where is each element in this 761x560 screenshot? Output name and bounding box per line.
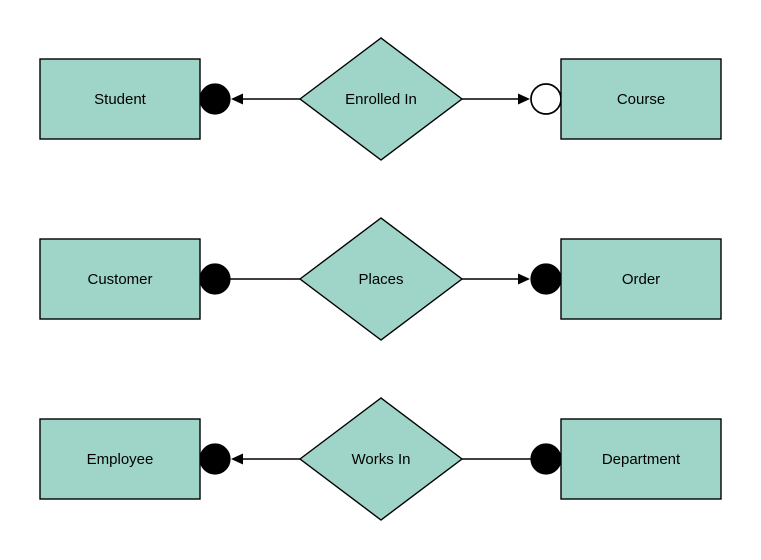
entity-box-customer [39, 238, 201, 320]
arrowhead-right-icon [518, 93, 530, 105]
connector-dot-filled-icon [199, 83, 231, 115]
entity-label-department: Department [602, 451, 681, 468]
entity-box-order [560, 238, 722, 320]
relationship-label-enrolled-in: Enrolled In [345, 91, 417, 108]
entity-label-customer: Customer [87, 271, 152, 288]
entity-box-employee [39, 418, 201, 500]
entity-label-course: Course [617, 91, 665, 108]
connector-dot-filled-icon [199, 263, 231, 295]
entity-box-student [39, 58, 201, 140]
connector-dot-filled-icon [199, 443, 231, 475]
entity-box-department [560, 418, 722, 500]
relationship-row-employee-department: Employee Works In Department [39, 397, 722, 521]
relationship-row-student-course: Student Enrolled In Course [39, 37, 722, 161]
arrowhead-left-icon [231, 453, 243, 465]
connector-dot-filled-icon [530, 263, 562, 295]
entity-box-course [560, 58, 722, 140]
relationship-label-places: Places [358, 271, 403, 288]
entity-label-order: Order [622, 271, 660, 288]
relationship-label-works-in: Works In [352, 451, 411, 468]
arrowhead-left-icon [231, 93, 243, 105]
arrowhead-right-icon [518, 273, 530, 285]
entity-label-employee: Employee [87, 451, 154, 468]
relationship-row-customer-order: Customer Places Order [39, 217, 722, 341]
connector-dot-filled-icon [530, 443, 562, 475]
connector-dot-open-icon [530, 83, 562, 115]
entity-label-student: Student [94, 91, 147, 108]
